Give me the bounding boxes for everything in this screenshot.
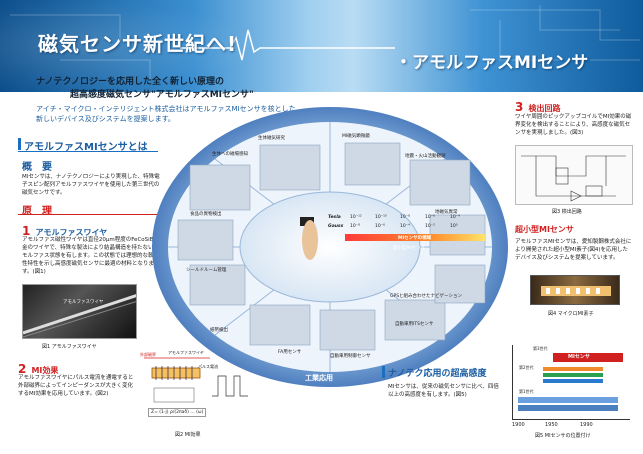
circuit-heading: 3 検出回路 xyxy=(515,96,560,115)
banner-glow xyxy=(0,0,260,92)
intro-line-1: ナノテクノロジーを応用した全く新しい原理の xyxy=(36,77,225,87)
gauss-tick-2: 10⁻⁴ xyxy=(400,224,410,229)
page-title: 磁気センサ新世紀へ! xyxy=(38,32,238,56)
fig2-caption: 図2 MI効果 xyxy=(175,432,201,438)
circuit-text: ワイヤ周囲のピックアップコイルでMI効果の磁界変化を検出することにより、高感度な… xyxy=(515,114,632,136)
circuit-title: 検出回路 xyxy=(528,104,561,113)
cell-auto-its: 自動車用ITSセンサ xyxy=(395,322,434,327)
mi-number: 2 xyxy=(18,362,27,376)
amorphous-wire-image: アモルファスワイヤ xyxy=(22,284,137,339)
cell-mini-sensor: 超小型MIセンサ xyxy=(393,246,426,251)
overview-heading: 概 要 xyxy=(22,162,52,173)
fig4-caption: 図4 マイクロMI素子 xyxy=(548,311,594,317)
tesla-tick-4: 10⁻⁴ xyxy=(450,215,460,220)
fig2-label-wire: アモルファスワイヤ xyxy=(168,350,204,355)
fig1-inner-label: アモルファスワイヤ xyxy=(63,300,104,305)
principle-heading: 原 理 xyxy=(22,206,52,217)
fig4-micro-element-image xyxy=(530,275,620,305)
cell-food-detection: 食品の異物検出 xyxy=(190,212,222,217)
cell-geomag-anomaly: 地磁気異常 xyxy=(435,210,458,215)
nano-heading: ナノテク応用の超高感度 xyxy=(388,369,487,379)
nano-heading-bar xyxy=(382,366,385,378)
fig5-gen1: 第1世代 xyxy=(519,389,534,394)
fig5-gen3: 第3世代 xyxy=(533,346,548,351)
product-title: ・アモルファスMIセンサ xyxy=(395,53,589,73)
fig5-mi-label: MIセンサ xyxy=(568,354,590,360)
fig5-caption: 図5 MIセンサの位置付け xyxy=(535,433,591,439)
cell-earthquake: 地震・火山活動観測 xyxy=(405,154,446,159)
fig2-label-pulse: パルス電流 xyxy=(198,364,218,369)
wire-text: アモルファス磁性ワイヤは直径20μm程度のFeCoSiB合金のワイヤで、特殊な製… xyxy=(22,237,160,275)
fig5-gen2: 第2世代 xyxy=(519,365,534,370)
gauss-label: Gauss xyxy=(328,224,344,229)
cell-bio-field: 生体への磁場感知 xyxy=(212,152,248,157)
cell-auto-control: 自動車用制御センサ xyxy=(330,354,371,359)
gauss-tick-0: 10⁻⁸ xyxy=(350,224,360,229)
tesla-tick-1: 10⁻¹⁰ xyxy=(375,215,387,220)
fig5-year-0: 1900 xyxy=(512,422,525,428)
fig5-positioning-chart: MIセンサ 第3世代 第2世代 第1世代 xyxy=(512,345,630,420)
gauss-tick-1: 10⁻⁶ xyxy=(375,224,385,229)
intro-line-2: 超高感度磁気センサ"アモルファスMIセンサ" xyxy=(70,90,254,100)
mi-text: アモルファスワイヤにパルス電流を通電すると外部磁界によってインピーダンスが大きく… xyxy=(18,375,134,397)
divider xyxy=(18,214,158,215)
nano-text: MIセンサは、従来の磁気センサに比べ、四倍以上の高感度を有します。(図5) xyxy=(388,384,499,398)
circuit-number: 3 xyxy=(515,100,524,114)
wire-heading: 1 アモルファスワイヤ xyxy=(22,220,107,239)
application-circle: 生体・バイオ応用 計測・計測応用 工業応用 生体への磁場感知 生体磁気研究 MI… xyxy=(150,105,510,390)
fig2-diagram: アモルファスワイヤ 外部磁界 パルス電流 Z= (1-j) ρ/(2πaδ) .… xyxy=(140,348,252,438)
tesla-tick-0: 10⁻¹² xyxy=(350,215,362,220)
cell-banknote: 紙幣検出 xyxy=(210,328,228,333)
tesla-label: Tesla xyxy=(328,215,341,220)
gauss-tick-4: 10⁰ xyxy=(450,224,458,229)
divider xyxy=(18,151,158,152)
header-banner: 磁気センサ新世紀へ! ・アモルファスMIセンサ xyxy=(0,0,643,92)
mini-sensor-heading: 超小型MIセンサ xyxy=(515,225,574,234)
arc-label-industrial: 工業応用 xyxy=(305,374,333,382)
fig5-year-2: 1990 xyxy=(580,422,593,428)
cell-shield-room: シールドルーム管理 xyxy=(186,268,227,273)
gauss-tick-3: 10⁻² xyxy=(425,224,435,229)
wire-number: 1 xyxy=(22,224,31,238)
mi-heading: 2 MI効果 xyxy=(18,358,58,377)
intro-body: アイチ・マイクロ・インテリジェント株式会社はアモルファスMIセンサを核とした新し… xyxy=(36,105,296,123)
overview-text: MIセンサは、ナノテクノロジーにより実現した、特殊電子スピン配列アモルファスワイ… xyxy=(22,174,160,196)
cell-gps-nav: GPSと組み合わせたナビゲーション xyxy=(390,294,462,299)
tesla-tick-3: 10⁻⁶ xyxy=(425,215,435,220)
fig3-circuit-diagram xyxy=(515,145,633,205)
cell-mi-microscope: MI磁気顕微鏡 xyxy=(342,134,370,139)
mi-range-bar-label: MIセンサの領域 xyxy=(398,236,432,241)
section-title-about: アモルファスMIセンサとは xyxy=(24,142,148,153)
fig2-formula: Z= (1-j) ρ/(2πaδ) ... (ω) xyxy=(148,408,207,417)
fig2-label-field: 外部磁界 xyxy=(140,352,156,357)
fig1-caption: 図1 アモルファスワイヤ xyxy=(42,344,97,350)
mini-sensor-text: アモルファスMIセンサは、愛知製鋼株式会社により開発された超小型MI素子(図4)… xyxy=(515,239,632,261)
cell-fa-sensor: FA用センサ xyxy=(278,350,302,355)
tesla-tick-2: 10⁻⁸ xyxy=(400,215,410,220)
cell-biomag-research: 生体磁気研究 xyxy=(258,136,285,141)
section-bar xyxy=(18,138,21,150)
fig3-caption: 図3 検出回路 xyxy=(552,209,582,215)
circuit-pattern xyxy=(10,5,640,80)
fig5-year-1: 1950 xyxy=(545,422,558,428)
mi-title: MI効果 xyxy=(31,366,59,375)
wire-title: アモルファスワイヤ xyxy=(35,228,108,237)
